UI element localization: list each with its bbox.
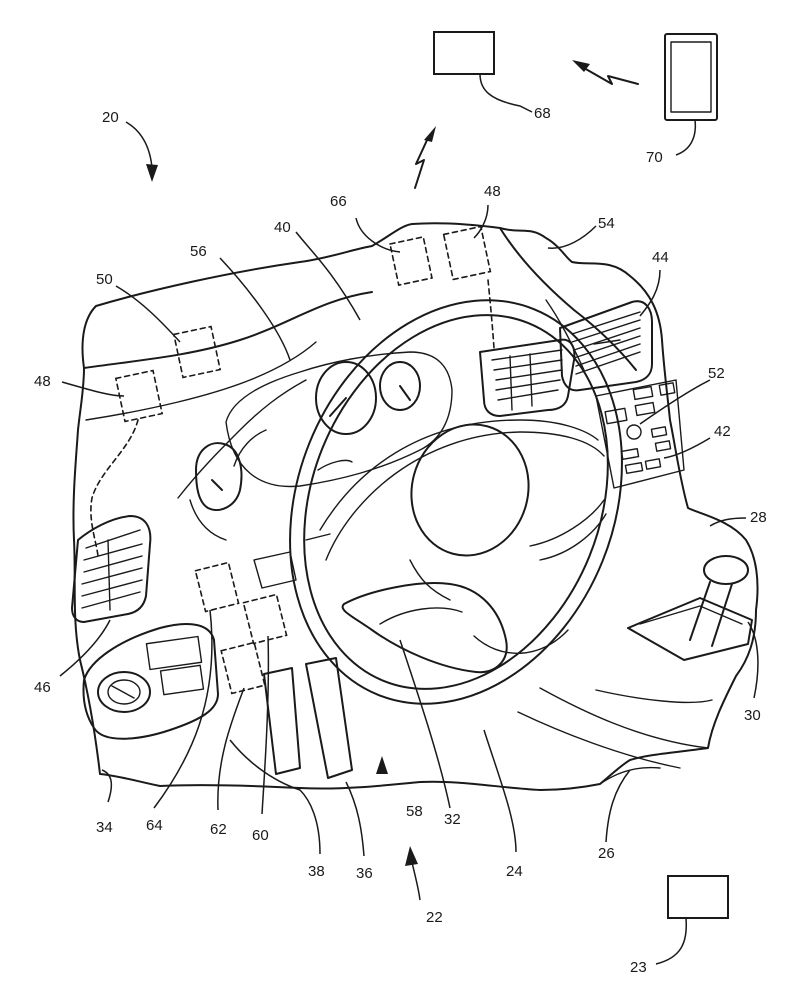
vehicle-reference-arrow bbox=[125, 121, 158, 182]
remote-key-box bbox=[655, 875, 729, 965]
steering-wheel bbox=[289, 299, 623, 705]
mobile-device bbox=[664, 33, 718, 156]
center-air-vent bbox=[479, 338, 576, 417]
numeral-60: 60 bbox=[252, 827, 269, 844]
steering-column-pedals bbox=[253, 533, 353, 779]
numeral-30: 30 bbox=[744, 707, 761, 724]
numeral-56: 56 bbox=[190, 243, 207, 260]
numeral-24: 24 bbox=[506, 863, 523, 880]
numeral-64: 64 bbox=[146, 817, 163, 834]
numeral-40: 40 bbox=[274, 219, 291, 236]
right-air-vent bbox=[559, 300, 653, 392]
numeral-52: 52 bbox=[708, 365, 725, 382]
numeral-36: 36 bbox=[356, 865, 373, 882]
hidden-electronic-modules bbox=[90, 225, 495, 695]
wireless-signal-to-server bbox=[414, 126, 436, 189]
leader-lines bbox=[59, 204, 759, 857]
numeral-28: 28 bbox=[750, 509, 767, 526]
numeral-42: 42 bbox=[714, 423, 731, 440]
numeral-48-top: 48 bbox=[484, 183, 501, 200]
cockpit-reference-arrow bbox=[405, 846, 421, 901]
gear-shifter bbox=[595, 555, 753, 704]
instrument-cluster bbox=[225, 351, 453, 488]
numeral-70: 70 bbox=[646, 149, 663, 166]
left-air-vent bbox=[71, 515, 152, 623]
numeral-44: 44 bbox=[652, 249, 669, 266]
numeral-62: 62 bbox=[210, 821, 227, 838]
numeral-68: 68 bbox=[534, 105, 551, 122]
numeral-22: 22 bbox=[426, 909, 443, 926]
driver-seat-arrow bbox=[376, 756, 388, 774]
numeral-38: 38 bbox=[308, 863, 325, 880]
numeral-34: 34 bbox=[96, 819, 113, 836]
left-round-vent bbox=[189, 442, 243, 541]
numeral-58: 58 bbox=[406, 803, 423, 820]
numeral-66: 66 bbox=[330, 193, 347, 210]
numeral-26: 26 bbox=[598, 845, 615, 862]
numeral-23: 23 bbox=[630, 959, 647, 976]
numeral-20: 20 bbox=[102, 109, 119, 126]
center-console-controls bbox=[595, 379, 685, 489]
dashboard-cutaway-boundary bbox=[72, 222, 759, 791]
remote-server-box bbox=[433, 31, 533, 113]
headlight-switch-panel bbox=[82, 623, 219, 740]
numeral-48-left: 48 bbox=[34, 373, 51, 390]
numeral-32: 32 bbox=[444, 811, 461, 828]
numeral-54: 54 bbox=[598, 215, 615, 232]
numeral-46: 46 bbox=[34, 679, 51, 696]
wireless-signal-from-mobile bbox=[572, 60, 639, 85]
reference-numerals: 20 68 70 66 48 54 40 56 44 50 52 48 42 2… bbox=[34, 105, 767, 976]
numeral-50: 50 bbox=[96, 271, 113, 288]
